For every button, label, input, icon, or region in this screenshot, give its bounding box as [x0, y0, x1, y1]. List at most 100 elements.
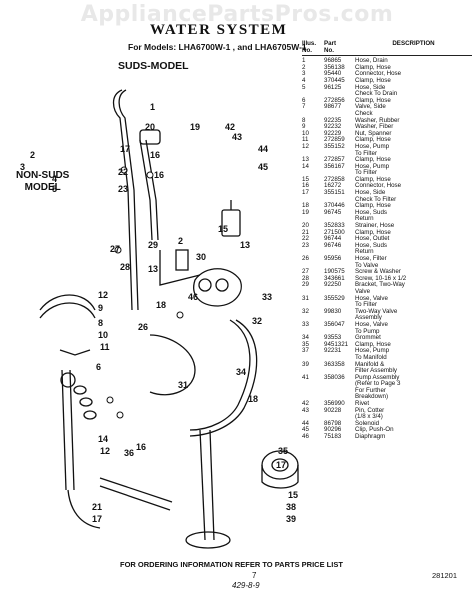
table-row: To Filter — [302, 302, 472, 309]
part-no: 355529 — [324, 294, 345, 302]
illus-no: 22 — [302, 235, 309, 243]
description: Clip, Push-On — [355, 426, 394, 434]
illus-no: 41 — [302, 373, 309, 381]
illus-no: 5 — [302, 83, 306, 91]
description: Connector, Hose — [355, 182, 402, 190]
description: Hose, Side — [355, 189, 386, 197]
part-no: 92232 — [324, 123, 342, 131]
illus-no: 32 — [302, 307, 309, 315]
description: To Filter — [355, 149, 378, 157]
table-row: To Valve — [302, 262, 472, 270]
description: Hose, Pump — [355, 347, 390, 355]
description: Filter Assembly — [355, 367, 397, 375]
illus-no: 23 — [302, 241, 309, 249]
part-no: 343661 — [324, 274, 345, 282]
suds-model-label: SUDS-MODEL — [118, 60, 189, 72]
part-no: 75183 — [324, 433, 342, 441]
part-no: 370445 — [324, 76, 345, 84]
callout-number: 10 — [98, 330, 108, 340]
illus-no: 17 — [302, 189, 309, 197]
callout-number: 9 — [98, 303, 103, 313]
callout-number: 13 — [148, 264, 158, 274]
description: Return — [355, 248, 374, 256]
illus-no: 2 — [302, 63, 306, 71]
part-no — [324, 388, 355, 395]
description: Diaphragm — [355, 433, 386, 441]
description: Clamp, Hose — [355, 136, 391, 144]
description: Rivet — [355, 400, 370, 408]
illus-no: 46 — [302, 433, 309, 441]
part-no: 271500 — [324, 228, 345, 236]
watermark: AppliancePartsPros.com — [80, 2, 394, 27]
hose-valve-to-pump — [189, 319, 251, 431]
description: Clamp, Hose — [355, 63, 391, 71]
illus-no: 1 — [302, 57, 306, 65]
description: Clamp, Hose — [355, 228, 391, 236]
illus-no: 19 — [302, 208, 309, 216]
side-check-valve-stack — [60, 372, 97, 420]
description: Screw, 10-16 x 1/2 — [355, 274, 407, 282]
description: Check To Drain — [355, 90, 398, 98]
callout-number: 31 — [178, 380, 188, 390]
part-no: 370446 — [324, 202, 345, 210]
illus-no: 16 — [302, 182, 309, 190]
part-no: 356167 — [324, 162, 345, 170]
callout-number: 35 — [278, 446, 288, 456]
hose-clamp-d — [176, 311, 184, 319]
illus-no: 39 — [302, 360, 309, 368]
description: To Filter — [355, 169, 378, 177]
lower-hose — [99, 477, 173, 503]
part-no — [324, 381, 355, 388]
table-row: 17 355151 Hose, Side — [302, 189, 472, 197]
part-no: 96745 — [324, 208, 342, 216]
part-no: 355152 — [324, 142, 345, 150]
description: Hose, Drain — [355, 57, 388, 65]
callout-number: 18 — [156, 300, 166, 310]
part-no: 355151 — [324, 189, 345, 197]
description: Screw & Washer — [355, 268, 401, 276]
description: Two-Way Valve — [355, 307, 398, 315]
illus-no: 8 — [302, 116, 306, 124]
nonsuds-label-line2: MODEL — [24, 182, 61, 193]
callout-number: 11 — [100, 342, 110, 352]
part-no: 93553 — [324, 334, 342, 342]
callout-number: 33 — [262, 292, 272, 302]
part-no: 98677 — [324, 103, 342, 111]
callout-number: 43 — [232, 132, 242, 142]
illus-no: 45 — [302, 426, 309, 434]
illus-no: 3 — [302, 70, 306, 78]
table-row: 46 75183 Diaphragm — [302, 433, 472, 441]
suds-hose-right-inner — [145, 139, 159, 241]
callout-number: 3 — [20, 162, 25, 172]
part-no: 356138 — [324, 63, 345, 71]
callout-number: 18 — [248, 394, 258, 404]
description: Bracket, Two-Way — [355, 281, 405, 289]
description: Check To Filter — [355, 195, 397, 203]
callout-number: 16 — [154, 170, 164, 180]
description: Washer, Rubber — [355, 116, 400, 124]
callout-number: 36 — [124, 448, 134, 458]
header-desc: DESCRIPTION — [392, 40, 435, 47]
illus-no: 14 — [302, 162, 309, 170]
description: Hose, Side — [355, 83, 386, 91]
callout-number: 17 — [92, 514, 102, 524]
header-illus: Illus. No. — [302, 40, 317, 54]
description: Pin, Cotter — [355, 406, 385, 414]
illus-no — [302, 111, 324, 118]
callout-number: 17 — [276, 460, 286, 470]
callout-number: 1 — [150, 102, 155, 112]
callout-number: 23 — [118, 184, 128, 194]
